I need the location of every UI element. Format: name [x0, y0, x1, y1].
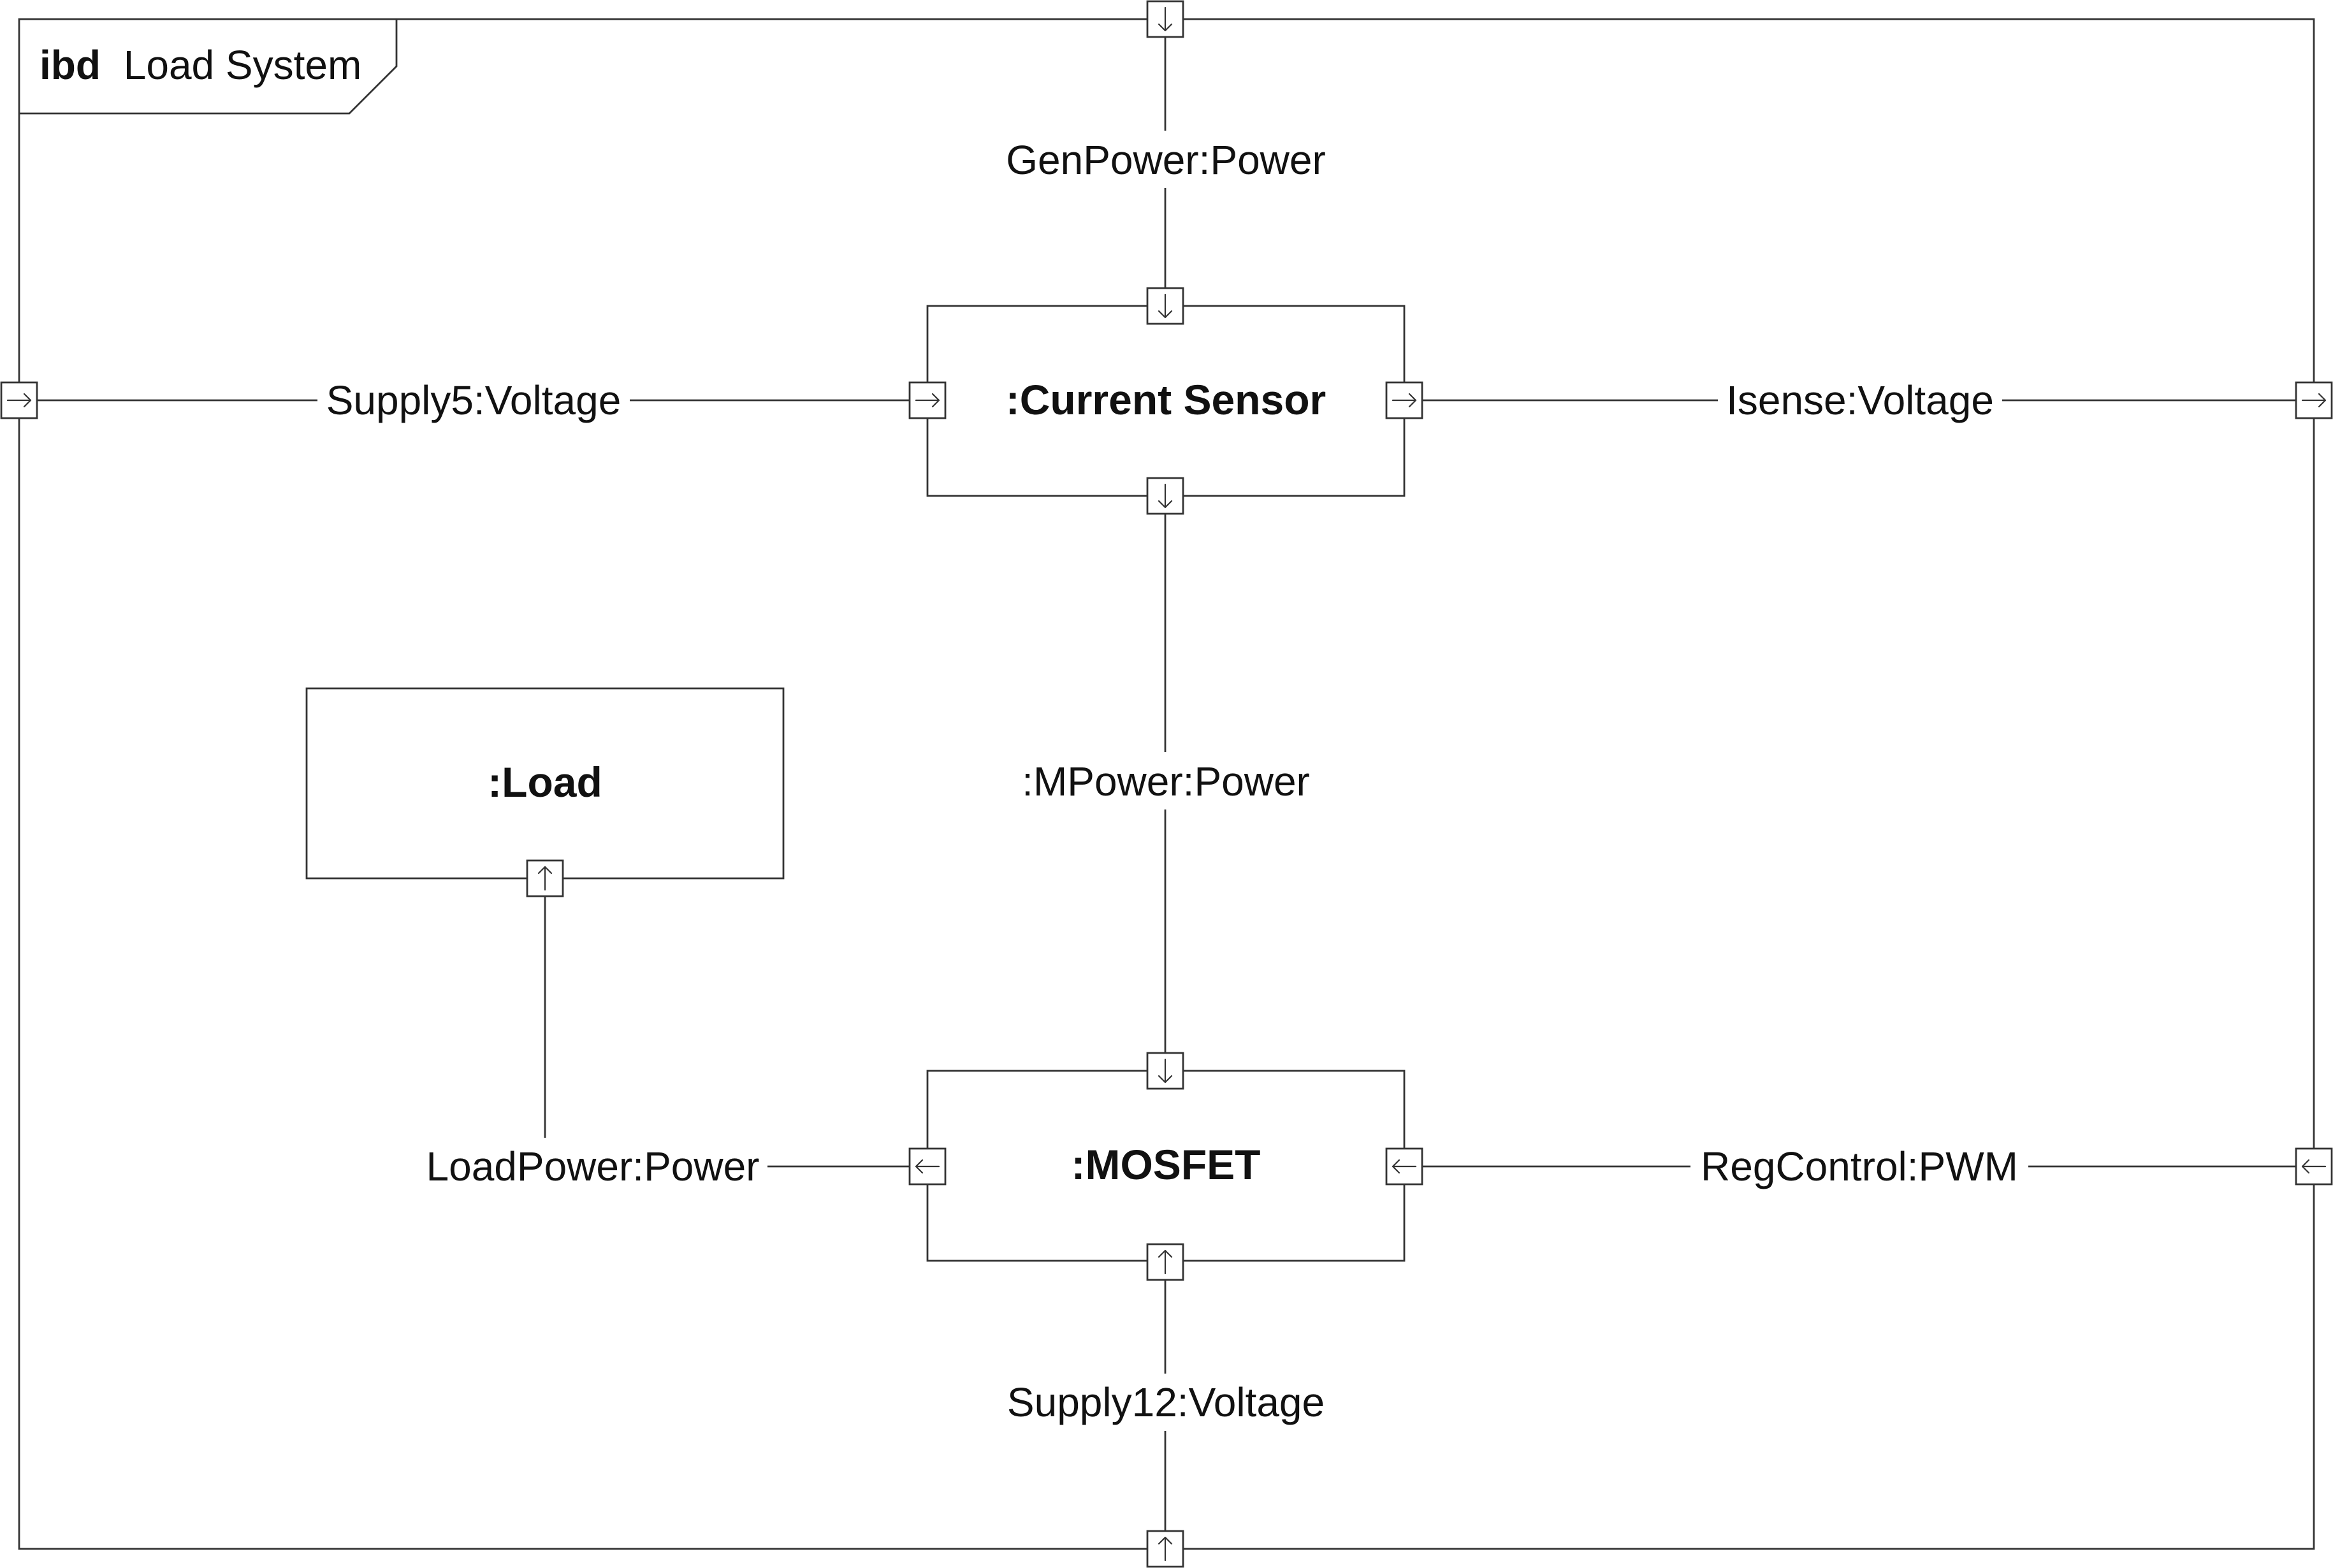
port-current-sensor-right-arrow-right-icon[interactable]	[1385, 381, 1423, 419]
port-mosfet-top-arrow-down-icon[interactable]	[1146, 1052, 1184, 1090]
flow-label-supply12-bg	[994, 1374, 1336, 1431]
block-load-name: :Load	[488, 759, 602, 806]
frame-header-tab	[19, 19, 398, 115]
block-mosfet-name: :MOSFET	[1072, 1141, 1261, 1188]
flow-label-mpower-text: :MPower:Power	[1022, 759, 1310, 804]
flow-label-loadpower-bg	[418, 1138, 767, 1195]
flow-label-supply5-text: Supply5:Voltage	[326, 377, 621, 423]
flow-label-regcontrol-text: RegControl:PWM	[1701, 1143, 2018, 1189]
port-frame-right-isense-arrow-right-icon[interactable]	[2295, 381, 2333, 419]
port-current-sensor-left-arrow-right-icon[interactable]	[908, 381, 947, 419]
block-load[interactable]: :Load	[305, 687, 785, 880]
port-mosfet-left-arrow-left-icon[interactable]	[908, 1147, 947, 1186]
port-mosfet-bottom-arrow-up-icon[interactable]	[1146, 1243, 1184, 1281]
port-load-bottom-arrow-up-icon[interactable]	[526, 859, 564, 897]
port-frame-right-regcontrol-arrow-left-icon[interactable]	[2295, 1147, 2333, 1186]
flow-label-mpower: :MPower:Power	[1011, 752, 1321, 809]
flow-label-isense-text: Isense:Voltage	[1726, 377, 1994, 423]
flow-label-regcontrol-bg	[1690, 1138, 2028, 1195]
frame-name: Load System	[124, 42, 362, 88]
frame-header: ibd Load System	[40, 42, 361, 88]
flow-label-loadpower: LoadPower:Power	[418, 1138, 767, 1195]
port-frame-left-arrow-right-icon[interactable]	[0, 381, 38, 419]
block-load-box	[305, 687, 785, 880]
flow-label-regcontrol: RegControl:PWM	[1690, 1138, 2028, 1195]
flow-label-supply12: Supply12:Voltage	[994, 1374, 1336, 1431]
flow-label-isense-bg	[1718, 372, 2002, 429]
flow-label-genpower-bg	[994, 131, 1336, 188]
port-frame-bottom-arrow-up-icon[interactable]	[1146, 1530, 1184, 1568]
flow-label-loadpower-text: LoadPower:Power	[426, 1143, 760, 1189]
flow-label-genpower: GenPower:Power	[994, 131, 1336, 188]
connector-loadpower[interactable]	[544, 896, 910, 1168]
port-current-sensor-bottom-arrow-down-icon[interactable]	[1146, 477, 1184, 515]
port-frame-top-arrow-down-icon[interactable]	[1146, 0, 1184, 38]
flow-label-supply12-text: Supply12:Voltage	[1007, 1379, 1325, 1425]
flow-label-supply5-bg	[317, 372, 630, 429]
flow-label-isense: Isense:Voltage	[1718, 372, 2002, 429]
block-current-sensor-name: :Current Sensor	[1006, 376, 1326, 423]
flow-label-mpower-bg	[1011, 752, 1321, 809]
block-mosfet[interactable]: :MOSFET	[926, 1070, 1406, 1262]
frame-keyword: ibd	[40, 42, 101, 88]
block-current-sensor[interactable]: :Current Sensor	[926, 305, 1406, 497]
flow-labels: GenPower:Power Supply5:Voltage Isense:Vo…	[317, 131, 2028, 1431]
port-mosfet-right-arrow-left-icon[interactable]	[1385, 1147, 1423, 1186]
flow-label-genpower-text: GenPower:Power	[1006, 137, 1326, 183]
flow-label-supply5: Supply5:Voltage	[317, 372, 630, 429]
port-current-sensor-top-arrow-down-icon[interactable]	[1146, 287, 1184, 325]
